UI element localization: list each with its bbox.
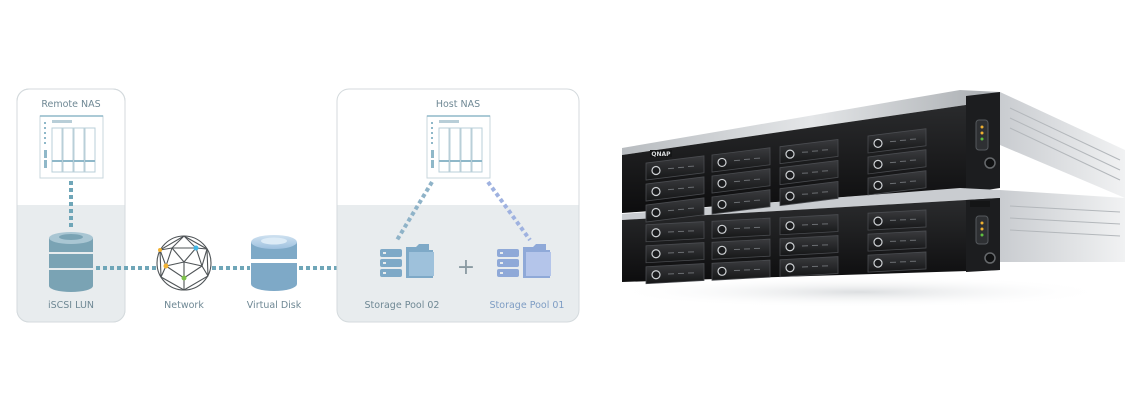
drive-bay xyxy=(779,235,839,257)
drive-bay xyxy=(645,221,705,243)
remote-nas-title: Remote NAS xyxy=(41,99,100,110)
rackmount-nas-photo: QNAP xyxy=(610,90,1125,308)
virtual-disk-label: Virtual Disk xyxy=(247,300,302,311)
drive-latch-icon xyxy=(717,266,727,276)
drive-bay xyxy=(711,259,771,281)
drive-bay xyxy=(711,147,771,173)
drive-latch-icon xyxy=(717,245,727,255)
drive-latch-icon xyxy=(717,178,727,189)
drive-latch-icon xyxy=(785,149,795,159)
drive-bay xyxy=(779,214,839,236)
drive-latch-icon xyxy=(873,258,883,268)
drive-bay xyxy=(711,238,771,260)
drive-latch-icon xyxy=(651,186,661,197)
plus-sign: + xyxy=(457,255,475,280)
drive-latch-icon xyxy=(873,237,883,247)
drive-latch-icon xyxy=(785,170,795,180)
iscsi-lun-label: iSCSI LUN xyxy=(48,300,94,311)
drive-bay xyxy=(779,160,839,186)
drive-bay xyxy=(711,168,771,194)
drive-bay xyxy=(867,128,927,154)
drive-latch-icon xyxy=(651,270,661,280)
host-nas-device-icon xyxy=(426,115,491,179)
floor-shadow xyxy=(610,276,1110,308)
drive-bay xyxy=(867,251,927,273)
network-label: Network xyxy=(164,300,204,311)
drive-latch-icon xyxy=(785,191,795,201)
drive-bay xyxy=(867,209,927,231)
virtual-disk-icon xyxy=(251,235,297,291)
connector-host-to-pool-01 xyxy=(486,180,532,242)
brand-plate-bottom xyxy=(970,201,990,207)
drive-bays-top xyxy=(645,128,927,223)
drive-latch-icon xyxy=(717,157,727,168)
drive-latch-icon xyxy=(651,165,661,176)
drive-bay xyxy=(779,256,839,278)
drive-latch-icon xyxy=(651,249,661,259)
network-node-dots xyxy=(158,245,199,281)
remote-nas-device-icon xyxy=(39,115,104,179)
drive-bays-bottom xyxy=(645,209,927,285)
storage-pool-01-label: Storage Pool 01 xyxy=(490,300,565,311)
iscsi-lun-icon xyxy=(49,232,93,292)
drive-bay xyxy=(779,181,839,207)
drive-latch-icon xyxy=(873,138,883,148)
drive-bay xyxy=(645,263,705,285)
drive-bay xyxy=(711,217,771,239)
drive-latch-icon xyxy=(873,159,883,169)
brand-plate-top xyxy=(650,150,672,157)
drive-bay xyxy=(867,170,927,196)
drive-latch-icon xyxy=(651,207,661,218)
storage-pool-01-icon xyxy=(497,244,551,278)
drive-bay xyxy=(645,155,705,181)
drive-latch-icon xyxy=(717,199,727,210)
drive-bay xyxy=(867,149,927,175)
connector-host-to-pool-02 xyxy=(395,180,434,242)
drive-latch-icon xyxy=(717,224,727,234)
host-nas-title: Host NAS xyxy=(436,99,480,110)
drive-latch-icon xyxy=(785,263,795,273)
drive-latch-icon xyxy=(785,242,795,252)
network-globe-icon xyxy=(156,235,212,291)
drive-bay xyxy=(711,189,771,215)
storage-pool-02-label: Storage Pool 02 xyxy=(365,300,440,311)
brand-logo-top: QNAP xyxy=(651,151,671,158)
drive-bay xyxy=(645,197,705,223)
storage-pool-02-icon xyxy=(380,244,434,278)
drive-bay xyxy=(645,242,705,264)
drive-bay xyxy=(867,230,927,252)
drive-latch-icon xyxy=(785,221,795,231)
drive-bay xyxy=(645,176,705,202)
drive-latch-icon xyxy=(873,216,883,226)
drive-bay xyxy=(779,139,839,165)
drive-latch-icon xyxy=(651,228,661,238)
drive-latch-icon xyxy=(873,180,883,190)
